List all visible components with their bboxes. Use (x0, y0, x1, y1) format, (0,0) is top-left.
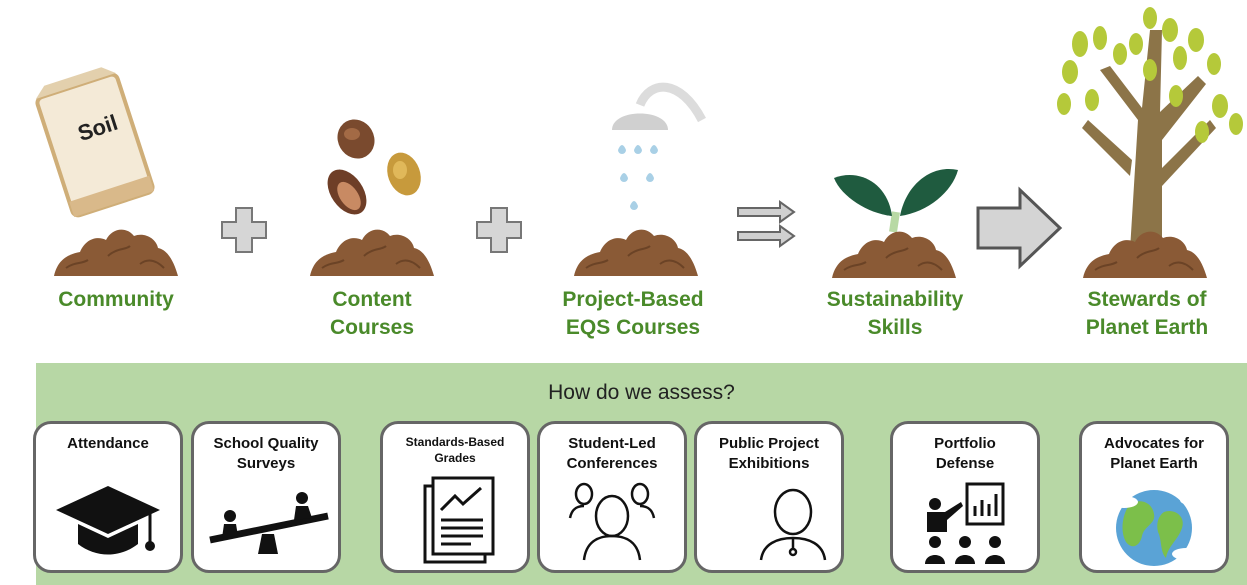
stage-line2: EQS Courses (565, 316, 701, 339)
stage-line1: Content (332, 288, 412, 311)
card-line2: Grades (434, 451, 476, 465)
card-label: Public Project Exhibitions (701, 434, 837, 474)
assessment-title: How do we assess? (548, 381, 735, 404)
seesaw-icon (209, 492, 329, 554)
card-line2: Surveys (236, 455, 296, 472)
card-portfolio-defense: Portfolio Defense (890, 421, 1040, 573)
card-line2: Conferences (566, 455, 658, 472)
card-student-led-conferences: Student-Led Conferences (537, 421, 687, 573)
people-group-icon (568, 482, 656, 561)
stage-line1: Project-Based (562, 288, 704, 311)
soil-mound-4 (831, 230, 957, 279)
card-label: Standards-Based Grades (387, 434, 523, 466)
card-label: Attendance (40, 434, 176, 454)
sprout-icon (834, 168, 958, 233)
card-line2: Defense (935, 455, 995, 472)
presentation-icon (925, 482, 1005, 564)
stage-line2: Courses (329, 316, 415, 339)
card-line1: Public Project (718, 435, 820, 452)
graduation-cap-icon (56, 486, 160, 555)
soil-mound-2 (309, 228, 435, 277)
growth-illustration: Soil (35, 7, 1243, 279)
card-label: Student-Led Conferences (544, 434, 680, 474)
big-arrow-icon (976, 186, 1063, 270)
stage-label-stewards: Stewards of Planet Earth (1047, 286, 1247, 342)
globe-icon (1110, 490, 1200, 566)
stage-line1: Sustainability (826, 288, 964, 311)
stage-label-community: Community (16, 286, 216, 314)
stage-label-project: Project-Based EQS Courses (533, 286, 733, 342)
card-attendance: Attendance (33, 421, 183, 573)
soil-mound-1 (53, 228, 179, 277)
plus-icon-1 (221, 207, 267, 253)
plus-icon-2 (476, 207, 522, 253)
person-icon (759, 488, 827, 561)
card-line2: Planet Earth (1110, 455, 1198, 472)
tree-icon (1057, 7, 1243, 250)
card-line1: Portfolio (934, 435, 996, 452)
soil-mound-3 (573, 228, 699, 277)
card-line1: Attendance (67, 435, 149, 452)
card-line1: Student-Led (568, 435, 656, 452)
stage-line2: Planet Earth (1085, 316, 1209, 339)
card-line1: Standards-Based (405, 435, 505, 449)
card-school-quality-surveys: School Quality Surveys (191, 421, 341, 573)
card-advocates-for-planet-earth: Advocates for Planet Earth (1079, 421, 1229, 573)
watering-shower-icon (612, 82, 706, 210)
card-public-project-exhibitions: Public Project Exhibitions (694, 421, 844, 573)
seeds-icon (327, 119, 421, 215)
card-label: School Quality Surveys (198, 434, 334, 474)
soil-bag-icon (35, 67, 155, 218)
double-arrow-icon (737, 200, 796, 248)
card-line2: Exhibitions (728, 455, 810, 472)
card-line1: Advocates for (1103, 435, 1205, 452)
card-standards-based-grades: Standards-Based Grades (380, 421, 530, 573)
report-chart-icon (423, 476, 495, 564)
card-label: Portfolio Defense (897, 434, 1033, 474)
stage-line1: Stewards of (1087, 288, 1207, 311)
stage-label-content: Content Courses (272, 286, 472, 342)
card-label: Advocates for Planet Earth (1086, 434, 1222, 474)
stage-label-sustainability: Sustainability Skills (795, 286, 995, 342)
stage-line2: Skills (867, 316, 923, 339)
soil-mound-5 (1082, 230, 1208, 279)
stage-line1: Community (58, 288, 174, 311)
card-line1: School Quality (213, 435, 319, 452)
